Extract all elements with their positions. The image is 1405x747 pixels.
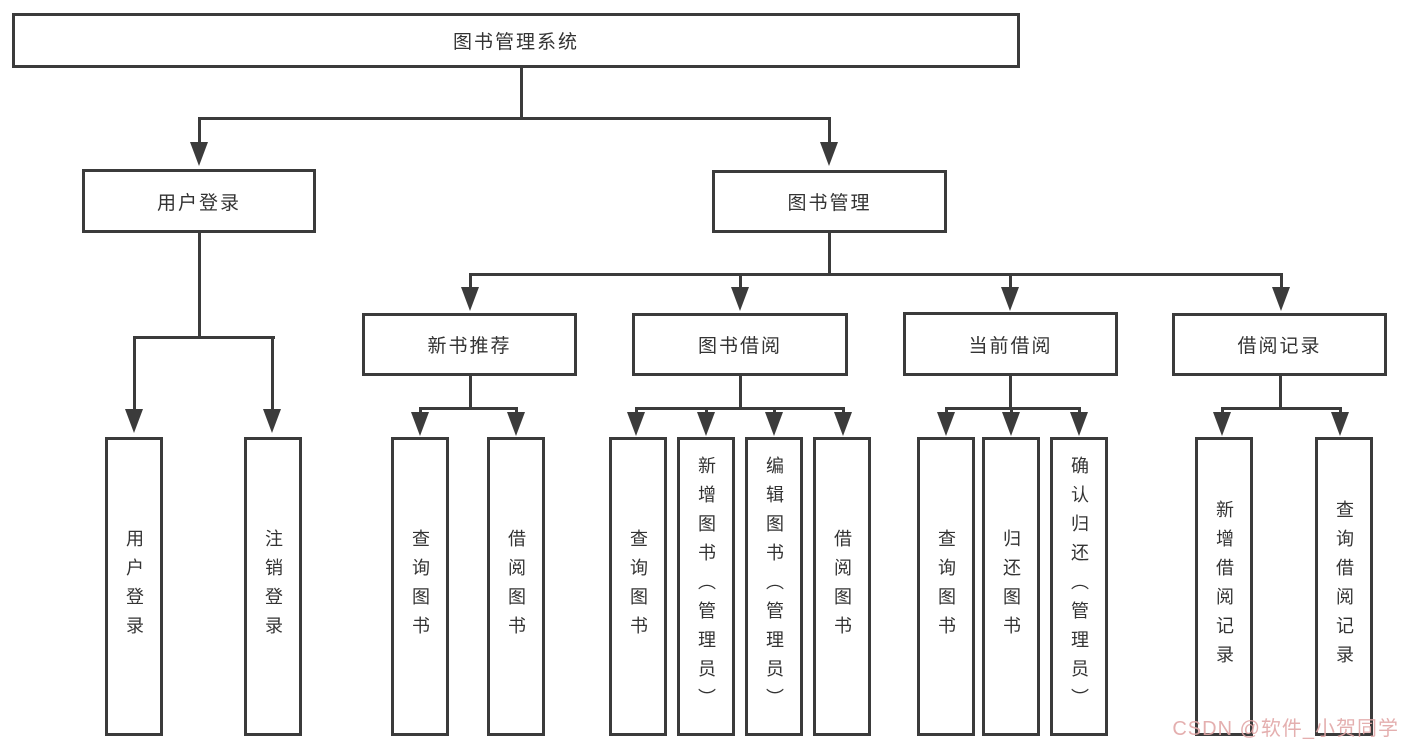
connector-line — [738, 376, 742, 410]
node-user-login: 用户登录 — [82, 169, 316, 233]
connector-line — [468, 376, 472, 410]
node-leaf-add-borrow-record: 新增借阅记录 — [1195, 437, 1253, 736]
node-new-book-recommend: 新书推荐 — [362, 313, 577, 376]
node-leaf-query-books: 查询图书 — [391, 437, 449, 736]
node-leaf-add-books-admin: 新增图书（管理员） — [677, 437, 735, 736]
connector-line — [197, 233, 201, 339]
connector-arrow — [1001, 410, 1020, 436]
node-leaf-return-books: 归还图书 — [982, 437, 1040, 736]
node-leaf-user-login: 用户登录 — [105, 437, 163, 736]
connector-arrow — [410, 410, 429, 436]
connector-arrow — [626, 410, 645, 436]
node-root: 图书管理系统 — [12, 13, 1020, 68]
connector-arrow — [262, 339, 281, 433]
connector-arrow — [460, 276, 479, 311]
node-leaf-query-books: 查询图书 — [917, 437, 975, 736]
connector-arrow — [833, 410, 852, 436]
connector-arrow — [506, 410, 525, 436]
connector-line — [944, 407, 1081, 410]
connector-line — [418, 407, 518, 410]
connector-line — [519, 67, 523, 120]
node-leaf-edit-books-admin: 编辑图书（管理员） — [745, 437, 803, 736]
connector-arrow — [189, 120, 208, 166]
node-leaf-borrow-books: 借阅图书 — [813, 437, 871, 736]
watermark: CSDN @软件_小贺同学 — [1172, 718, 1399, 740]
connector-line — [827, 233, 831, 276]
node-leaf-confirm-return-admin: 确认归还（管理员） — [1050, 437, 1108, 736]
node-book-borrow: 图书借阅 — [632, 313, 848, 376]
connector-arrow — [819, 120, 838, 166]
connector-line — [1220, 407, 1342, 410]
connector-arrow — [1212, 410, 1231, 436]
connector-arrow — [936, 410, 955, 436]
connector-line — [1278, 376, 1282, 410]
node-current-borrow: 当前借阅 — [903, 312, 1118, 376]
connector-arrow — [1271, 276, 1290, 311]
connector-line — [634, 407, 845, 410]
node-leaf-logout: 注销登录 — [244, 437, 302, 736]
node-leaf-query-borrow-record: 查询借阅记录 — [1315, 437, 1373, 736]
connector-arrow — [764, 410, 783, 436]
node-leaf-borrow-books: 借阅图书 — [487, 437, 545, 736]
connector-line — [468, 273, 1283, 276]
connector-arrow — [1000, 276, 1019, 311]
node-book-management: 图书管理 — [712, 170, 947, 233]
connector-arrow — [730, 276, 749, 311]
node-borrow-records: 借阅记录 — [1172, 313, 1387, 376]
connector-arrow — [124, 339, 143, 433]
connector-line — [132, 336, 275, 339]
node-leaf-query-books: 查询图书 — [609, 437, 667, 736]
connector-arrow — [1330, 410, 1349, 436]
connector-line — [1008, 376, 1012, 410]
connector-arrow — [1069, 410, 1088, 436]
connector-line — [197, 117, 831, 120]
connector-arrow — [696, 410, 715, 436]
